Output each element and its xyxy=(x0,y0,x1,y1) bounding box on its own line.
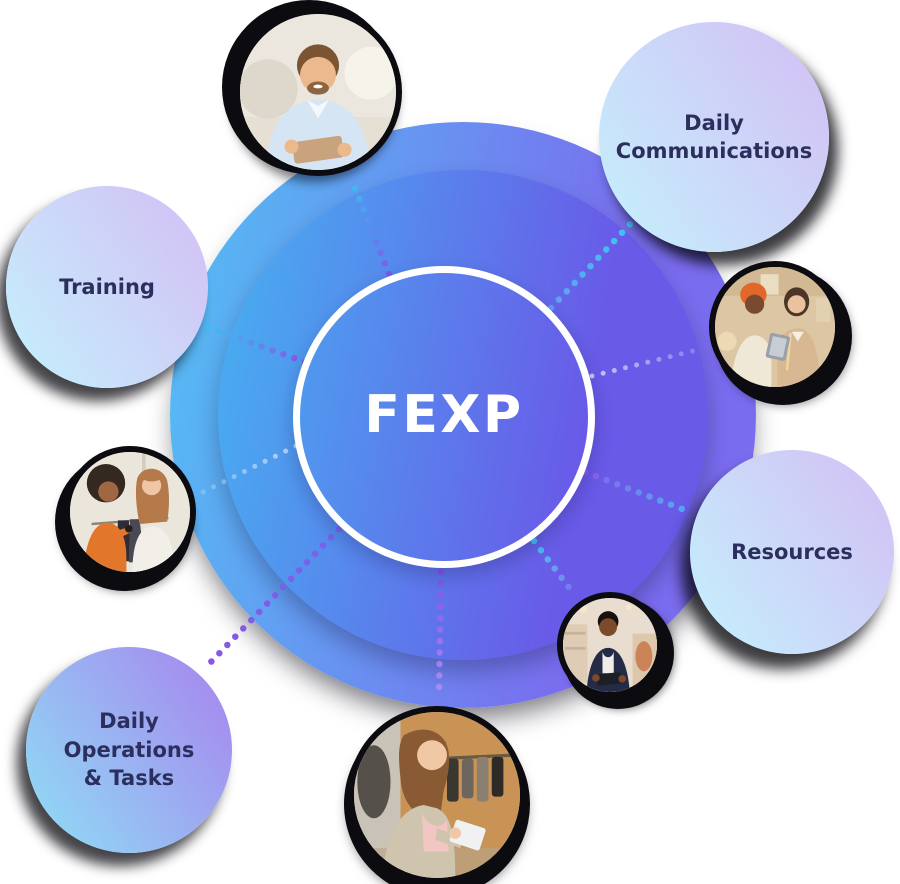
photo-woman-with-tablet-bottom xyxy=(348,706,526,884)
spoke-top-photo xyxy=(347,174,393,278)
spoke-right-photo xyxy=(589,346,704,379)
satellite-resources: Resources xyxy=(690,450,894,654)
satellite-label: Daily Operations & Tasks xyxy=(63,709,195,791)
spoke-daily-communications xyxy=(547,216,638,312)
satellite-training: Training xyxy=(6,186,208,388)
spoke-resources xyxy=(581,468,694,516)
photo-man-with-tablet-top xyxy=(234,8,402,176)
spoke-daily-operations xyxy=(205,525,343,668)
spoke-left-photo xyxy=(200,443,299,495)
spoke-bottom-photo xyxy=(435,568,445,698)
spoke-training xyxy=(201,322,309,366)
satellite-daily-operations-tasks: Daily Operations & Tasks xyxy=(26,647,232,853)
satellite-label: Training xyxy=(59,274,155,299)
photo-man-with-tablet-bottom-right xyxy=(557,592,663,698)
hub-label: FEXP xyxy=(364,385,524,445)
satellite-label: Daily Communications xyxy=(615,110,813,163)
photo-two-women-shopping-left xyxy=(64,446,196,578)
satellite-label: Resources xyxy=(731,539,853,564)
satellite-daily-communications: Daily Communications xyxy=(599,22,829,252)
hub-ring: FEXP xyxy=(293,266,595,568)
photo-two-women-tablet-right xyxy=(709,261,841,393)
spoke-bottom-right-photo xyxy=(530,537,577,597)
